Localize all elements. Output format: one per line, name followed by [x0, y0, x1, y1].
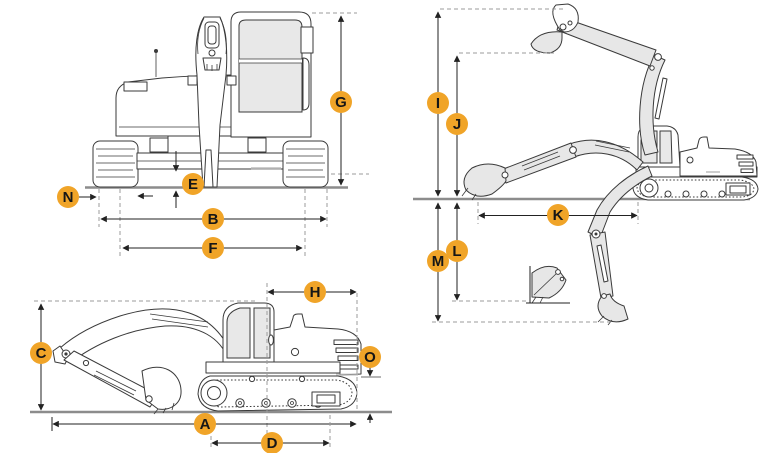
dim-label-k: K: [547, 204, 569, 226]
dim-label-f: F: [202, 237, 224, 259]
dim-label-l: L: [446, 240, 468, 262]
dim-label-m: M: [427, 250, 449, 272]
working-range-view: [413, 3, 759, 326]
dim-label-b: B: [202, 208, 224, 230]
dim-label-j: J: [446, 113, 468, 135]
dim-label-i: I: [427, 92, 449, 114]
dim-label-a: A: [194, 413, 216, 435]
dim-label-o: O: [359, 346, 381, 368]
dim-label-g: G: [330, 91, 352, 113]
dim-label-e: E: [182, 173, 204, 195]
dim-label-c: C: [30, 342, 52, 364]
dim-label-h: H: [304, 281, 326, 303]
dim-label-n: N: [57, 186, 79, 208]
dim-label-d: D: [261, 432, 283, 453]
front-view: [79, 11, 369, 257]
